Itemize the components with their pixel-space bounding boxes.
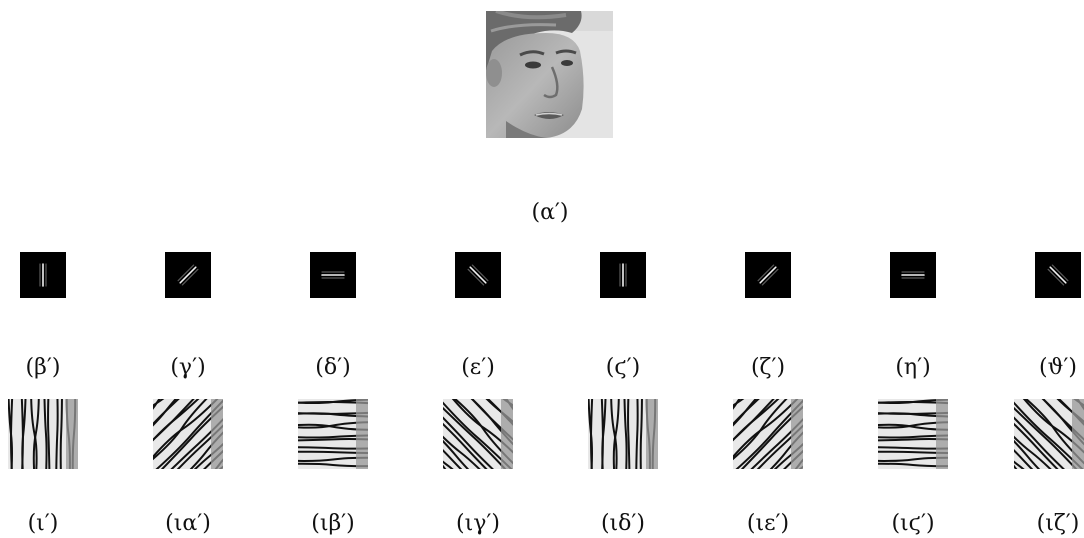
response-caption: (ιδ′) bbox=[583, 511, 663, 537]
response-caption: (ιγ′) bbox=[438, 511, 518, 537]
kernel-caption: (δ′) bbox=[293, 355, 373, 381]
response-caption: (ιζ′) bbox=[1018, 511, 1084, 537]
gabor-kernel bbox=[455, 252, 501, 298]
kernel-caption: (β′) bbox=[3, 355, 83, 381]
kernel-caption: (η′) bbox=[873, 355, 953, 381]
filter-response-image bbox=[1014, 399, 1084, 469]
response-caption: (ιβ′) bbox=[293, 511, 373, 537]
kernel-caption: (γ′) bbox=[148, 355, 228, 381]
filter-response-image bbox=[153, 399, 223, 469]
gabor-kernel bbox=[745, 252, 791, 298]
filter-response-image bbox=[588, 399, 658, 469]
kernel-caption: (ϑ′) bbox=[1018, 355, 1084, 381]
response-caption: (ια′) bbox=[148, 511, 228, 537]
gabor-kernel bbox=[20, 252, 66, 298]
face-photo bbox=[486, 11, 613, 138]
filter-response-image bbox=[8, 399, 78, 469]
gabor-kernel bbox=[310, 252, 356, 298]
filter-response-image bbox=[298, 399, 368, 469]
filter-response-image bbox=[733, 399, 803, 469]
gabor-kernel bbox=[890, 252, 936, 298]
response-caption: (ι′) bbox=[3, 511, 83, 537]
caption-original-image: (α′) bbox=[510, 200, 590, 226]
gabor-kernel bbox=[600, 252, 646, 298]
filter-response-image bbox=[443, 399, 513, 469]
filter-response-image bbox=[878, 399, 948, 469]
kernel-caption: (ϛ′) bbox=[583, 355, 663, 381]
response-caption: (ιϛ′) bbox=[873, 511, 953, 537]
gabor-kernel bbox=[165, 252, 211, 298]
gabor-kernel bbox=[1035, 252, 1081, 298]
response-caption: (ιε′) bbox=[728, 511, 808, 537]
kernel-caption: (ε′) bbox=[438, 355, 518, 381]
kernel-caption: (ζ′) bbox=[728, 355, 808, 381]
